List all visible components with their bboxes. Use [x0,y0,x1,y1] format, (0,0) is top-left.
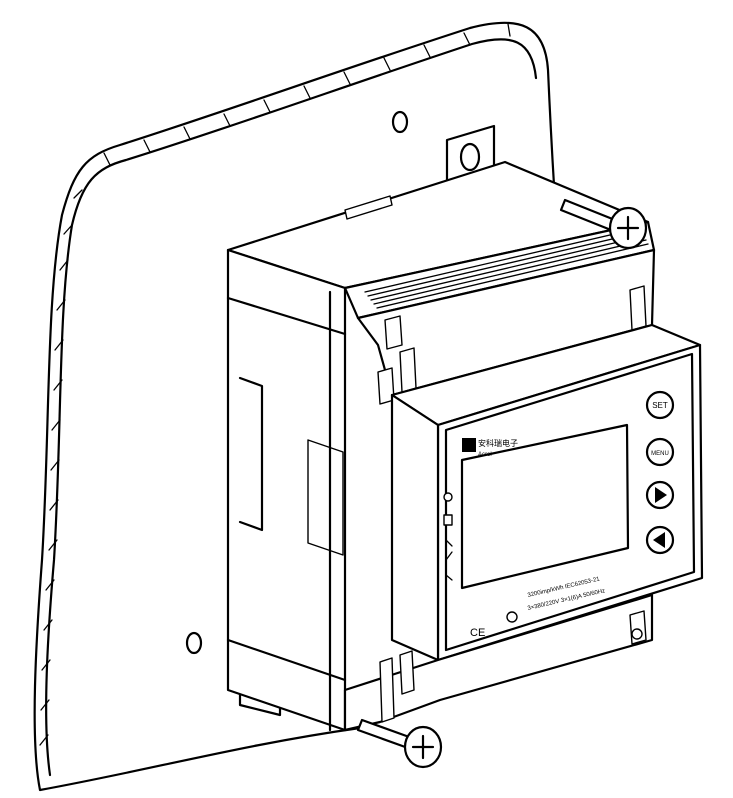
brand-name-cn: 安科瑞电子 [478,438,518,448]
bottom-screw [356,718,443,769]
menu-button[interactable]: MENU [645,437,675,467]
bottom-terminal-block [343,593,654,732]
ce-mark: CE [470,627,485,639]
top-terminal-block [343,220,656,405]
svg-text:SET: SET [652,401,668,410]
play-right-icon [655,487,667,503]
brand-name-en: Acrel [478,452,492,458]
panel-hole-top [391,110,409,134]
right-arrow-button[interactable] [645,480,675,510]
set-button[interactable]: SET [645,390,675,420]
pulse-led-icon [506,611,518,623]
panel-hole-bottom [185,631,203,655]
play-left-icon [653,532,665,548]
indicator-square-icon [443,514,453,526]
lcd-display [460,423,630,590]
top-screw [559,198,648,250]
indicator-icon [443,492,453,502]
meter-body [226,160,650,732]
brand-logo-icon [462,438,476,452]
svg-text:MENU: MENU [651,451,669,457]
panel-hatch [39,23,511,746]
left-arrow-button[interactable] [645,525,675,555]
